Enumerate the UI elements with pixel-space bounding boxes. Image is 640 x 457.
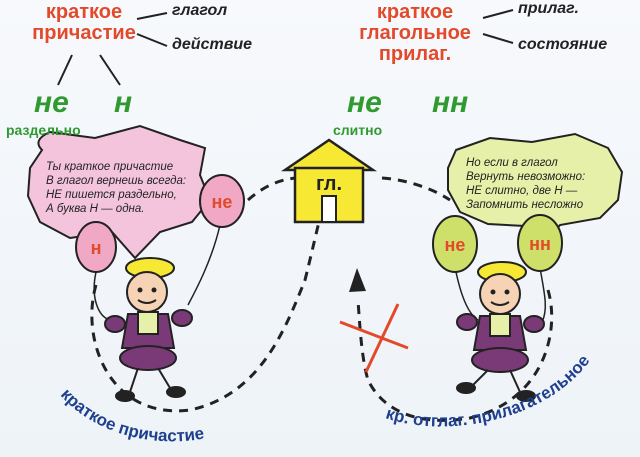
right-header-line1: краткое (376, 1, 454, 23)
left-header-line1: краткое (45, 1, 123, 23)
jester-right-figure (456, 261, 545, 402)
left-rule-suffix: н (114, 86, 133, 119)
right-header: краткое глагольное прилаг. (340, 2, 490, 65)
left-header: краткое причастие (28, 2, 140, 44)
right-bubble-text: Но если в глагол Вернуть невозможно: НЕ … (466, 157, 586, 211)
dashed-path-left-top (247, 176, 296, 202)
dashed-path-right-top (381, 176, 451, 202)
left-note-action: действие (172, 36, 253, 53)
balloon-left-big (199, 174, 245, 228)
string-left-big (187, 224, 221, 306)
branch-left-n (99, 54, 121, 86)
right-header-line3: прилаг. (378, 43, 452, 65)
string-right-nn (539, 267, 547, 323)
right-speech-bubble (447, 132, 624, 254)
string-left-small (93, 271, 113, 321)
branch-left-ne (57, 54, 73, 86)
cross-line-2 (364, 303, 400, 373)
jester-left-figure (104, 257, 193, 402)
cross-line-1 (339, 320, 409, 350)
dashed-path-left (90, 207, 325, 413)
right-rule-suffix: нн (432, 86, 469, 119)
left-rule-particle: не (34, 86, 69, 119)
left-note-verb: глагол (172, 2, 228, 19)
balloon-left-small-label: н (91, 238, 102, 258)
connector-left-verb (136, 12, 168, 20)
arrow-head-right (349, 268, 366, 292)
left-rule-caption: раздельно (6, 122, 81, 138)
right-rule-caption: слитно (333, 122, 383, 138)
right-note-adj: прилаг. (518, 0, 579, 17)
balloon-right-nn-label: нн (529, 234, 551, 254)
right-rule-particle: не (347, 86, 382, 119)
balloon-right-ne-label: не (445, 235, 466, 255)
right-note-state: состояние (518, 36, 608, 53)
house-label: гл. (316, 173, 342, 195)
balloon-left-big-label: не (212, 192, 233, 212)
string-right-ne (455, 271, 479, 321)
connector-left-action (136, 33, 168, 47)
right-header-line2: глагольное (359, 22, 471, 44)
balloon-left-small (75, 221, 117, 273)
balloon-right-ne (432, 215, 478, 273)
balloon-right-nn (517, 214, 563, 272)
connector-right-adj (482, 9, 514, 19)
left-header-line2: причастие (32, 22, 136, 44)
left-bubble-text: Ты краткое причастие В глагол вернешь вс… (46, 161, 187, 215)
house-icon (280, 138, 378, 224)
connector-right-state (482, 33, 514, 44)
